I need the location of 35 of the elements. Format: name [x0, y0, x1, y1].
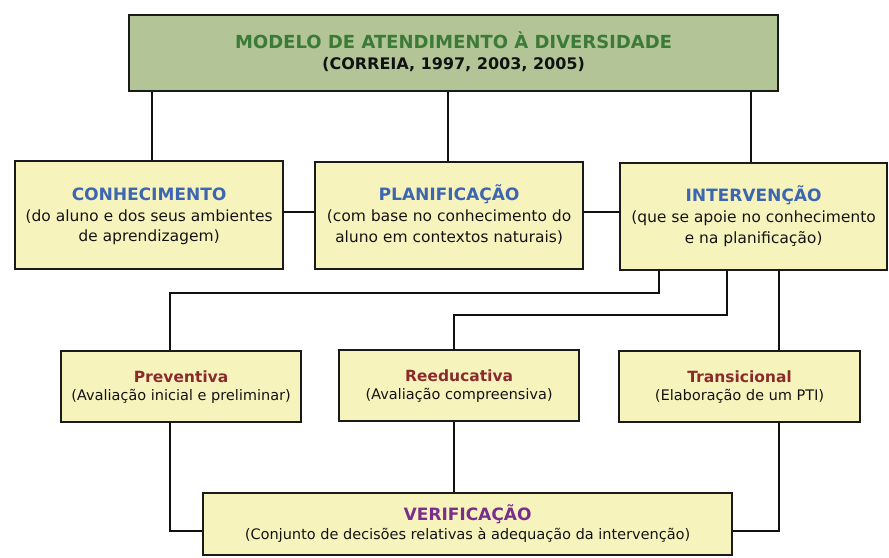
connector-line — [750, 92, 752, 162]
box-heading: INTERVENÇÃO — [686, 185, 822, 208]
box-description: (que se apoie no conhecimento e na planificação) — [630, 207, 877, 248]
box-heading: PLANIFICAÇÃO — [378, 184, 520, 206]
box-description: (do aluno e dos seus ambientes de aprendizagem) — [24, 206, 274, 246]
text-box — [60, 350, 302, 423]
text-box — [202, 492, 733, 556]
box-description: (Avaliação inicial e preliminar) — [71, 387, 291, 406]
text-box — [14, 160, 284, 270]
connector-line — [733, 423, 780, 532]
box-description: (CORREIA, 1997, 2003, 2005) — [322, 54, 585, 76]
connector-line — [169, 271, 660, 350]
connector-line — [151, 92, 153, 160]
connector-line — [169, 423, 202, 532]
box-heading: Reeducativa — [404, 366, 514, 386]
box-heading: Transicional — [687, 367, 792, 388]
connector-line — [584, 211, 619, 213]
box-heading: CONHECIMENTO — [72, 184, 226, 206]
box-heading: MODELO DE ATENDIMENTO À DIVERSIDADE — [235, 30, 672, 54]
connector-line — [284, 211, 314, 213]
box-heading: VERIFICAÇÃO — [404, 504, 532, 526]
box-description: (Conjunto de decisões relativas à adequação da intervenção) — [244, 526, 690, 544]
box-heading: Preventiva — [134, 367, 228, 388]
box-description: (com base no conhecimento do aluno em contextos naturais) — [326, 206, 572, 247]
box-description: (Elaboração de um PTI) — [654, 387, 824, 406]
box-description: (Avaliação compreensiva) — [365, 386, 553, 405]
connector-line — [453, 422, 455, 492]
connector-line — [778, 271, 780, 350]
connector-line — [447, 92, 449, 161]
text-box — [314, 161, 584, 270]
text-box — [619, 162, 888, 271]
title-box — [128, 14, 779, 92]
text-box — [618, 350, 861, 423]
text-box — [338, 349, 580, 422]
connector-line — [453, 271, 728, 349]
